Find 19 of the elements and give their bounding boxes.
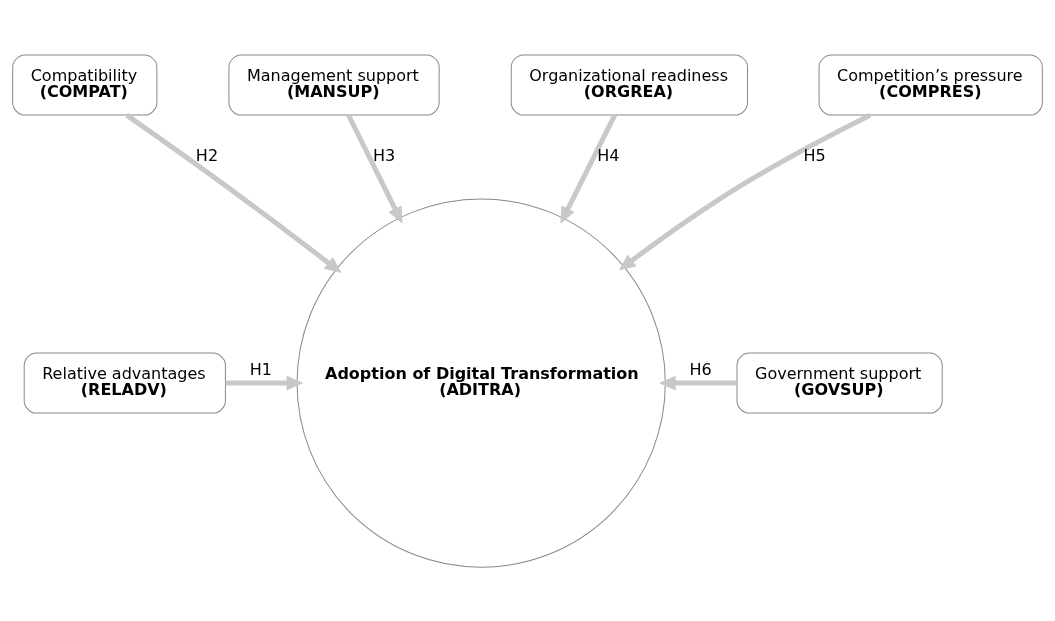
node-box: Management support (MANSUP) xyxy=(228,54,440,116)
arrow xyxy=(125,112,342,273)
node-box: Government support (GOVSUP) xyxy=(736,352,943,414)
node-box: Organizational readiness (ORGREA) xyxy=(510,54,748,116)
node-circle: Adoption of Digital Transformation (ADITRA) xyxy=(296,197,666,568)
arrow xyxy=(346,113,403,224)
arrow xyxy=(658,375,737,390)
edge-label: H3 xyxy=(373,145,396,165)
arrow xyxy=(618,112,872,270)
node-box: Compatibility (COMPAT) xyxy=(12,54,158,116)
edge-label: H4 xyxy=(597,145,620,165)
arrow xyxy=(225,375,304,390)
edge-label: H2 xyxy=(195,145,219,165)
node-box: Competition’s pressure (COMPRES) xyxy=(818,54,1043,116)
edge-label: H5 xyxy=(803,145,826,165)
edge-label: H6 xyxy=(689,359,712,379)
arrow xyxy=(560,113,617,224)
node-box: Relative advantages (RELADV) xyxy=(23,352,226,414)
edge-label: H1 xyxy=(249,359,273,379)
